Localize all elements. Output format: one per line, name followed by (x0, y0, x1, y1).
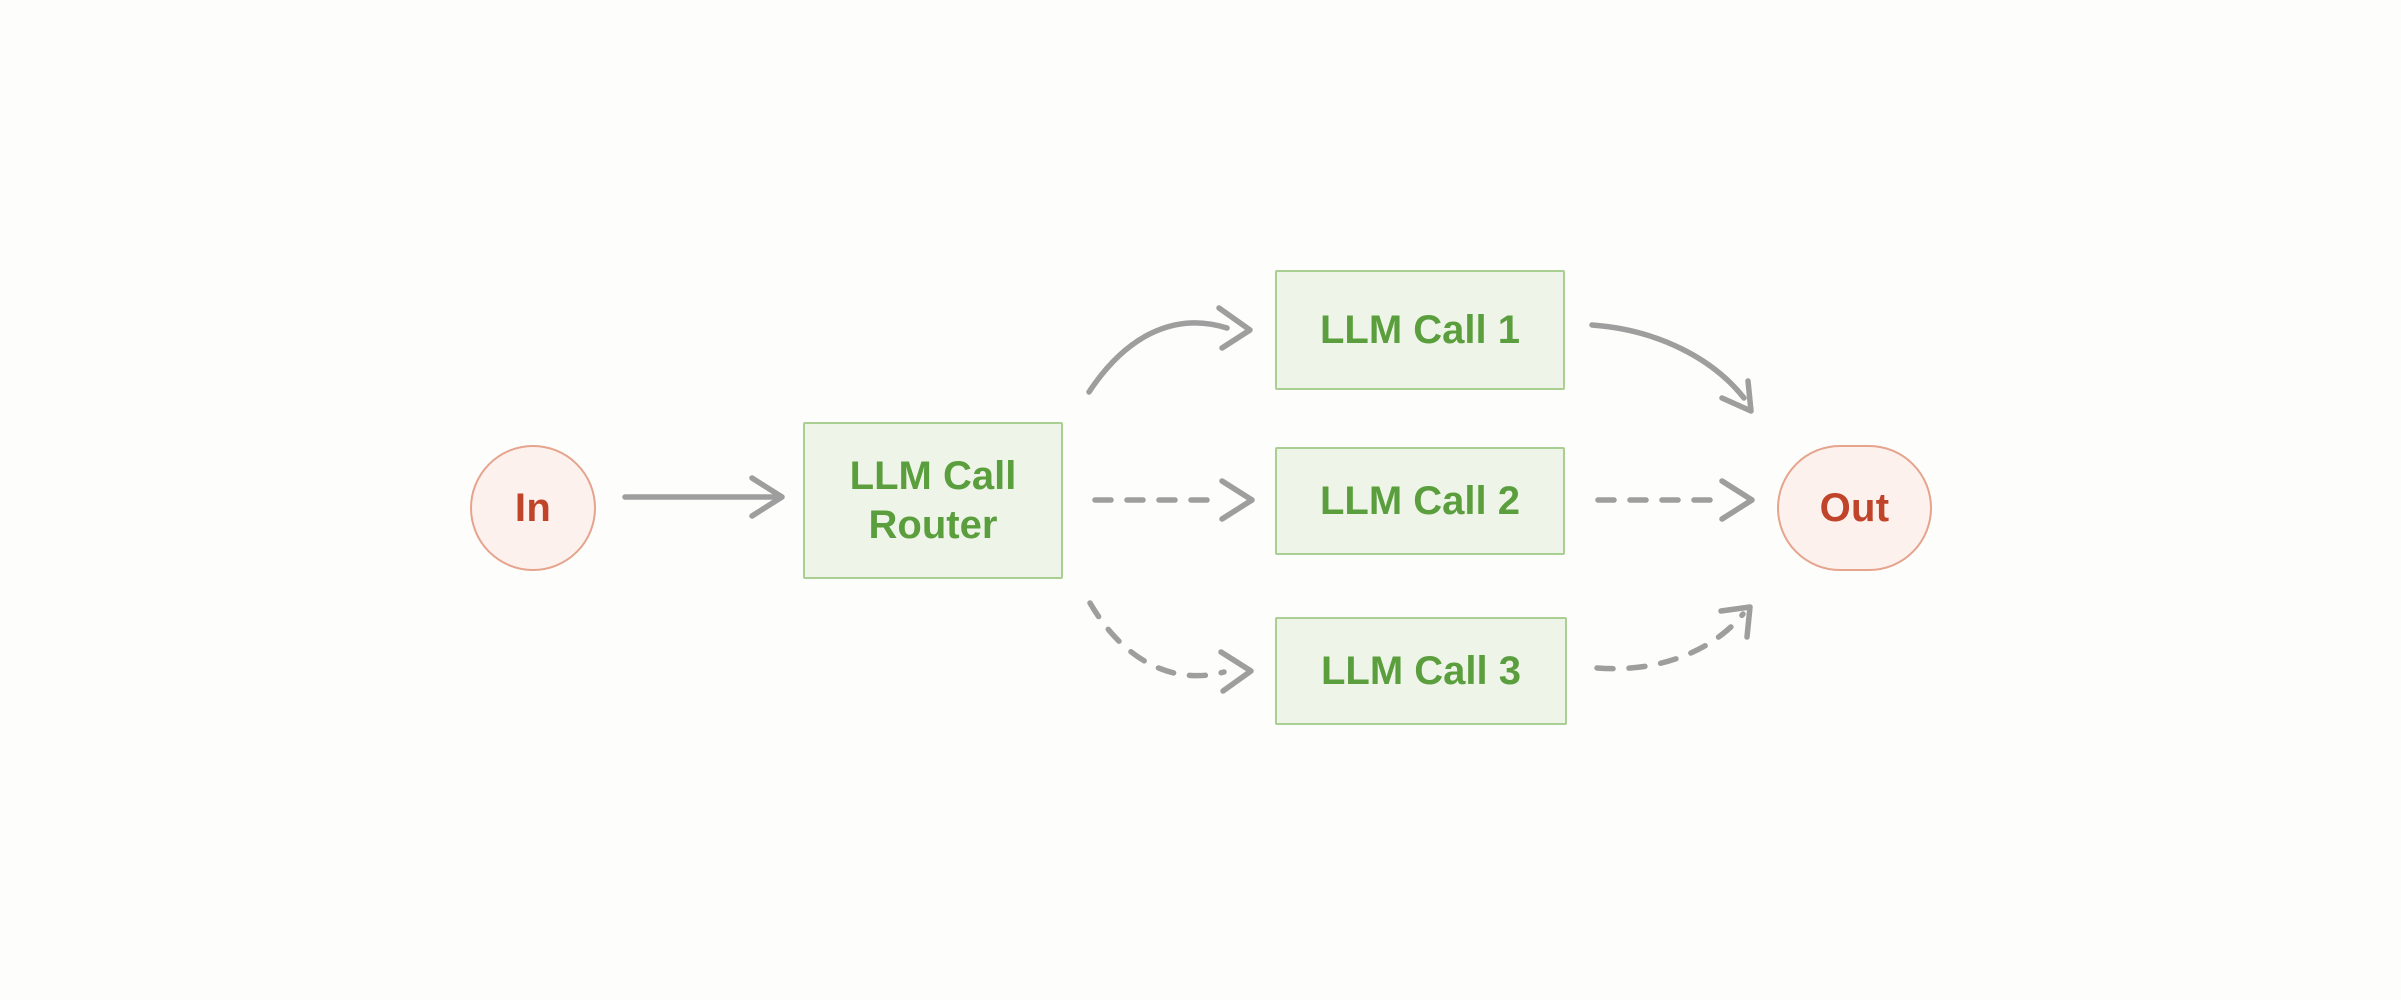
node-llm-call-1[interactable]: LLM Call 1 (1275, 270, 1565, 390)
node-llm-call-2-label: LLM Call 2 (1319, 478, 1521, 523)
edge-router-to-call-2 (1092, 478, 1255, 522)
node-llm-call-router-label: LLM Call Router (849, 453, 1017, 547)
edge-call-1-to-out (1589, 322, 1754, 414)
edge-call-2-to-out (1595, 478, 1755, 522)
edge-call-3-to-out (1594, 604, 1753, 672)
edge-router-to-call-1 (1086, 305, 1253, 395)
node-llm-call-2[interactable]: LLM Call 2 (1275, 447, 1565, 555)
node-in-label: In (514, 485, 552, 530)
node-llm-call-3-label: LLM Call 3 (1320, 648, 1522, 693)
edge-router-to-call-3 (1087, 600, 1254, 694)
node-out-label: Out (1819, 485, 1890, 530)
node-llm-call-router[interactable]: LLM Call Router (803, 422, 1063, 579)
node-llm-call-3[interactable]: LLM Call 3 (1275, 617, 1567, 725)
node-llm-call-1-label: LLM Call 1 (1319, 307, 1521, 352)
node-in[interactable]: In (470, 445, 596, 571)
edge-in-to-router (622, 475, 785, 519)
node-out[interactable]: Out (1777, 445, 1932, 571)
